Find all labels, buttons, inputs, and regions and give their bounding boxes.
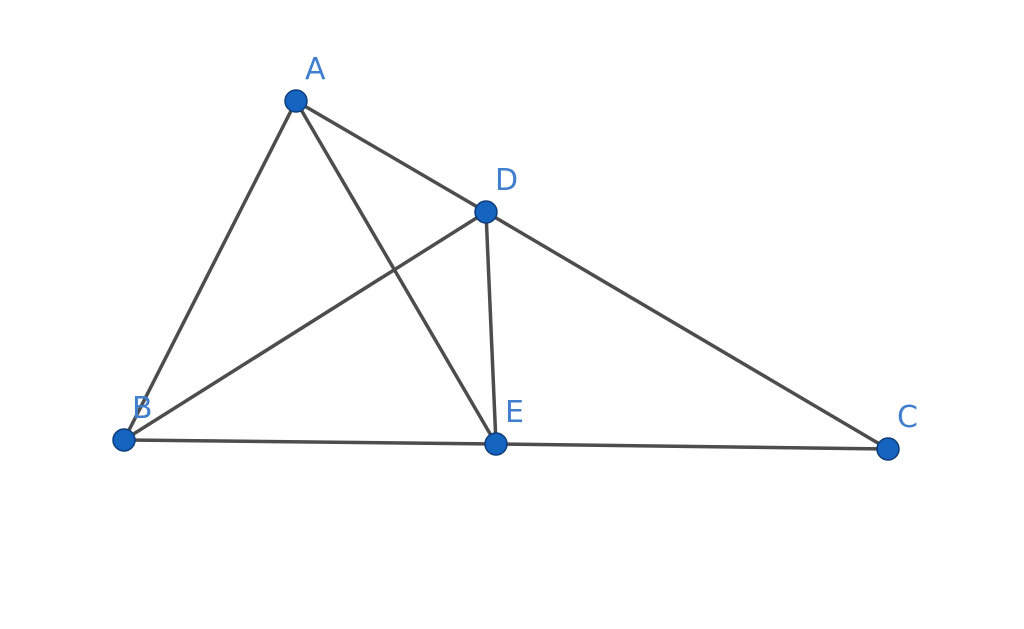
segment-be — [122, 438, 498, 446]
point-c[interactable] — [876, 437, 900, 461]
segment-ae — [294, 99, 498, 446]
point-e[interactable] — [484, 432, 508, 456]
segment-bd — [122, 210, 488, 442]
label-e: E — [505, 395, 524, 430]
label-b: B — [132, 391, 153, 426]
label-d: D — [495, 163, 518, 198]
point-b[interactable] — [112, 428, 136, 452]
labels-layer: A B C D E — [132, 52, 918, 435]
segment-de — [484, 210, 498, 446]
point-a[interactable] — [284, 89, 308, 113]
points-layer — [112, 89, 900, 461]
segment-ab — [122, 99, 298, 442]
segment-dc — [484, 210, 890, 451]
segment-ad — [294, 99, 488, 214]
point-d[interactable] — [474, 200, 498, 224]
segment-ec — [494, 442, 890, 451]
label-a: A — [305, 52, 326, 87]
label-c: C — [897, 400, 918, 435]
segments-layer — [122, 99, 890, 451]
